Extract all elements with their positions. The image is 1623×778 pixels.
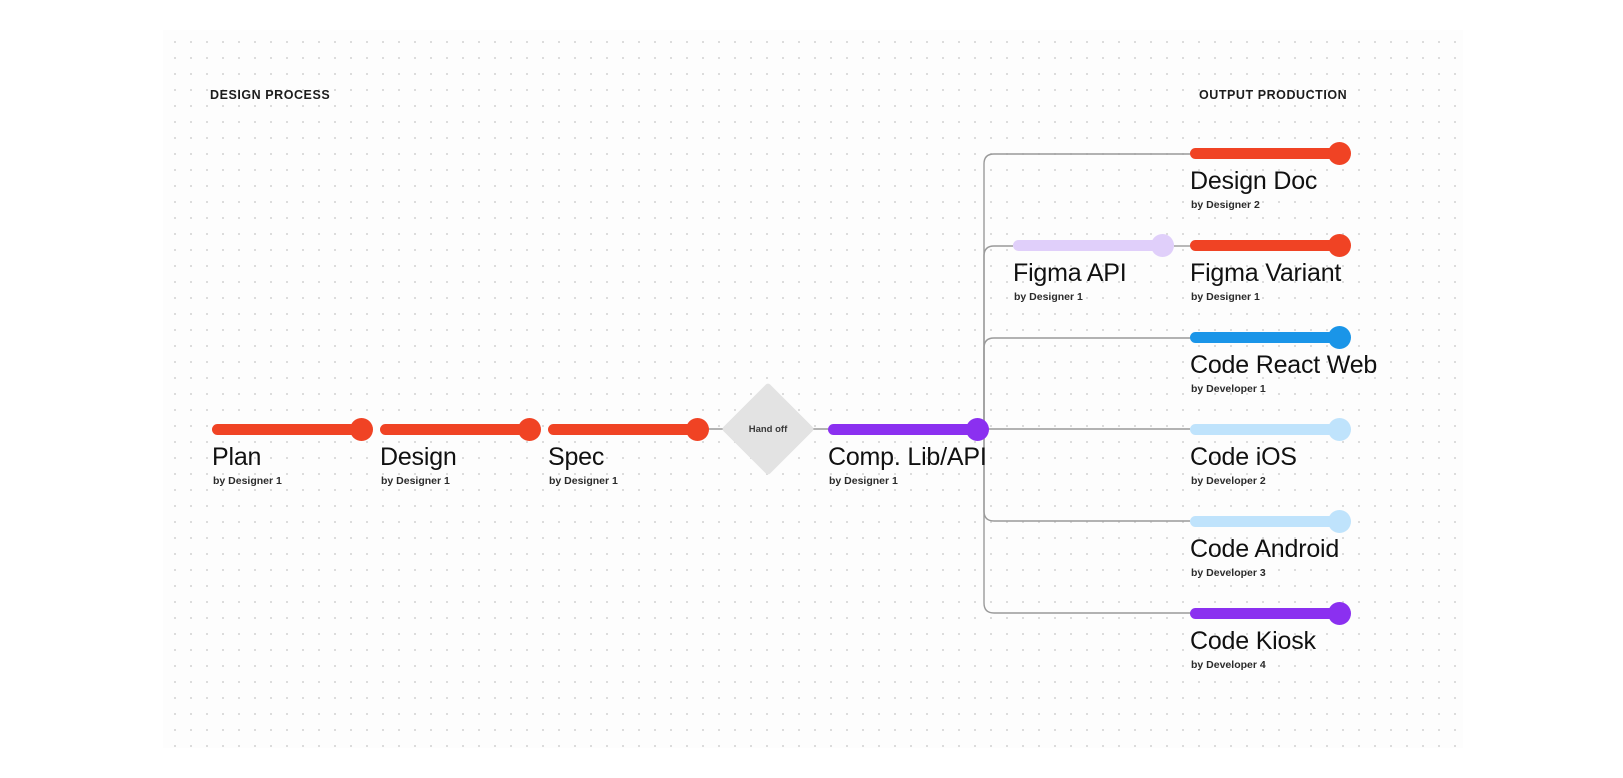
node-bar-code-kiosk[interactable] [1190, 608, 1340, 619]
node-title-plan: Plan [212, 443, 262, 471]
node-byline-design-doc: by Designer 2 [1191, 199, 1260, 211]
node-bar-spec[interactable] [548, 424, 698, 435]
node-byline-figma-api: by Designer 1 [1014, 291, 1083, 303]
node-title-comp-lib-api: Comp. Lib/API [828, 443, 987, 471]
node-byline-figma-variant: by Designer 1 [1191, 291, 1260, 303]
handoff-label: Hand off [748, 424, 788, 435]
node-bar-code-react-web[interactable] [1190, 332, 1340, 343]
node-knob-plan[interactable] [350, 418, 373, 441]
node-knob-figma-api[interactable] [1151, 234, 1174, 257]
node-title-code-android: Code Android [1190, 535, 1340, 563]
node-byline-code-react-web: by Developer 1 [1191, 383, 1266, 395]
node-byline-comp-lib-api: by Designer 1 [829, 475, 898, 487]
section-label-output-production: OUTPUT PRODUCTION [1199, 88, 1348, 102]
node-byline-design: by Designer 1 [381, 475, 450, 487]
node-knob-code-react-web[interactable] [1328, 326, 1351, 349]
node-title-figma-api: Figma API [1013, 259, 1127, 287]
node-bar-code-android[interactable] [1190, 516, 1340, 527]
section-label-design-process: DESIGN PROCESS [210, 88, 331, 102]
node-byline-spec: by Designer 1 [549, 475, 618, 487]
node-title-design-doc: Design Doc [1190, 167, 1318, 195]
node-knob-design-doc[interactable] [1328, 142, 1351, 165]
node-knob-code-android[interactable] [1328, 510, 1351, 533]
node-knob-figma-variant[interactable] [1328, 234, 1351, 257]
node-knob-spec[interactable] [686, 418, 709, 441]
node-bar-figma-variant[interactable] [1190, 240, 1340, 251]
node-byline-code-ios: by Developer 2 [1191, 475, 1266, 487]
node-title-code-react-web: Code React Web [1190, 351, 1378, 379]
node-title-figma-variant: Figma Variant [1190, 259, 1342, 287]
node-byline-code-kiosk: by Developer 4 [1191, 659, 1266, 671]
node-bar-figma-api[interactable] [1013, 240, 1163, 251]
node-title-spec: Spec [548, 443, 605, 471]
node-knob-design[interactable] [518, 418, 541, 441]
node-bar-design[interactable] [380, 424, 530, 435]
node-byline-plan: by Designer 1 [213, 475, 282, 487]
node-bar-plan[interactable] [212, 424, 362, 435]
node-knob-code-ios[interactable] [1328, 418, 1351, 441]
node-byline-code-android: by Developer 3 [1191, 567, 1266, 579]
node-bar-code-ios[interactable] [1190, 424, 1340, 435]
node-title-code-kiosk: Code Kiosk [1190, 627, 1316, 655]
node-knob-code-kiosk[interactable] [1328, 602, 1351, 625]
node-title-design: Design [380, 443, 457, 471]
node-title-code-ios: Code iOS [1190, 443, 1297, 471]
node-bar-comp-lib-api[interactable] [828, 424, 978, 435]
node-knob-comp-lib-api[interactable] [966, 418, 989, 441]
node-bar-design-doc[interactable] [1190, 148, 1340, 159]
